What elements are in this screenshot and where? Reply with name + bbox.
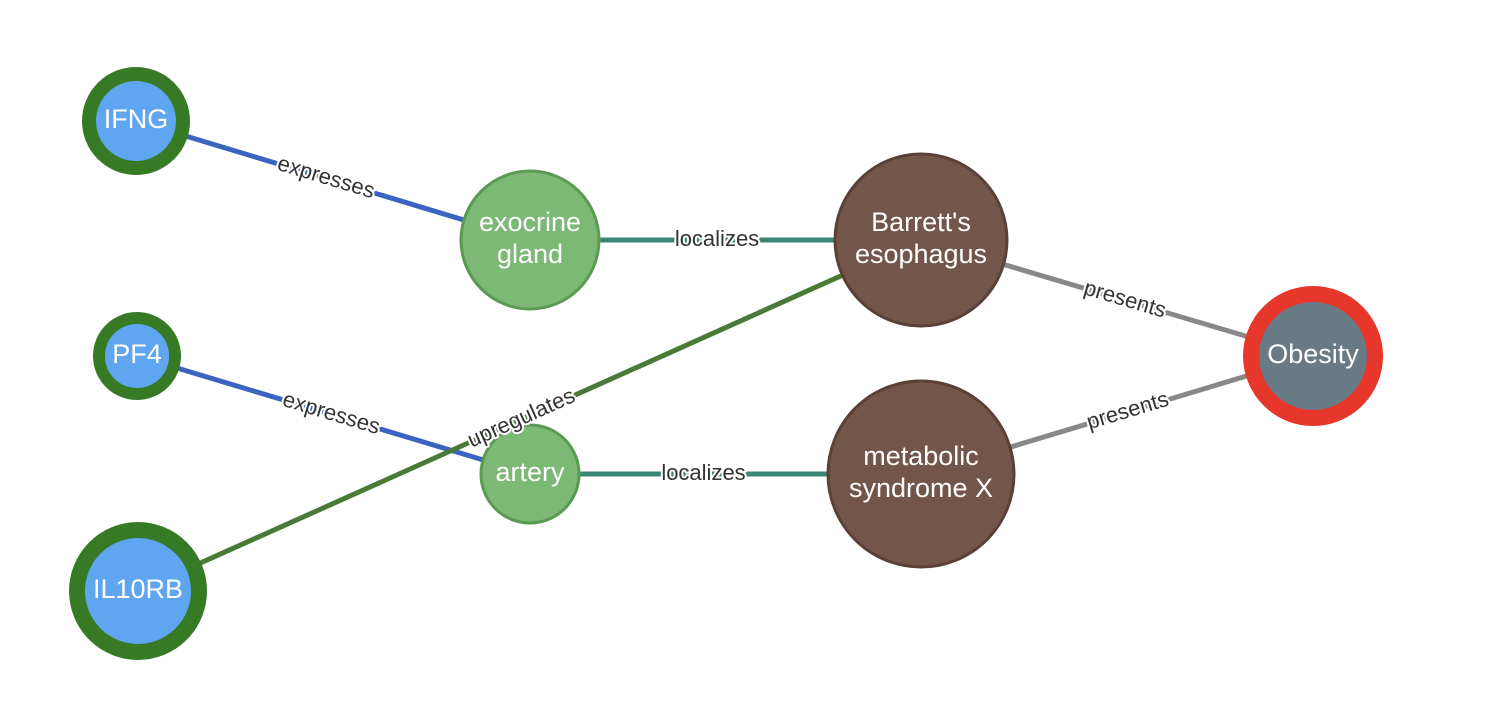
- edge-il10rb-barretts: [136, 237, 923, 594]
- node-label: artery: [495, 457, 565, 487]
- edge-label-expresses: expresses: [275, 150, 378, 203]
- node-label: syndrome X: [849, 473, 993, 503]
- edge-label-localizes: localizes: [675, 226, 759, 251]
- node-il10rb[interactable]: IL10RB: [69, 522, 207, 660]
- node-label: gland: [497, 239, 563, 269]
- edge-labels-layer: expressesexpresseslocalizeslocalizesupre…: [273, 148, 1174, 487]
- node-pf4[interactable]: PF4: [93, 312, 181, 400]
- node-ifng[interactable]: IFNG: [82, 67, 190, 175]
- node-circle[interactable]: [69, 522, 207, 660]
- node-label: esophagus: [855, 239, 987, 269]
- node-label: PF4: [112, 339, 162, 369]
- edge-label-presents: presents: [1081, 275, 1169, 323]
- node-label: Obesity: [1267, 339, 1359, 369]
- node-circle[interactable]: [833, 152, 1009, 328]
- node-artery[interactable]: artery: [479, 423, 581, 525]
- edge-pf4-artery: [136, 353, 531, 477]
- node-label: IL10RB: [93, 574, 183, 604]
- node-circle[interactable]: [479, 423, 581, 525]
- node-circle[interactable]: [93, 312, 181, 400]
- edge-label-expresses: expresses: [280, 386, 383, 439]
- node-label: metabolic: [863, 441, 979, 471]
- node-circle[interactable]: [459, 169, 601, 311]
- edge-label-localizes: localizes: [661, 460, 745, 485]
- node-label: exocrine: [479, 207, 581, 237]
- edge-label-presents: presents: [1084, 386, 1172, 434]
- node-circle[interactable]: [1243, 286, 1383, 426]
- node-obesity[interactable]: Obesity: [1243, 286, 1383, 426]
- edges-layer: [135, 118, 1314, 594]
- node-label: IFNG: [104, 104, 169, 134]
- node-circle[interactable]: [82, 67, 190, 175]
- node-circle[interactable]: [826, 379, 1016, 569]
- node-label: Barrett's: [871, 207, 971, 237]
